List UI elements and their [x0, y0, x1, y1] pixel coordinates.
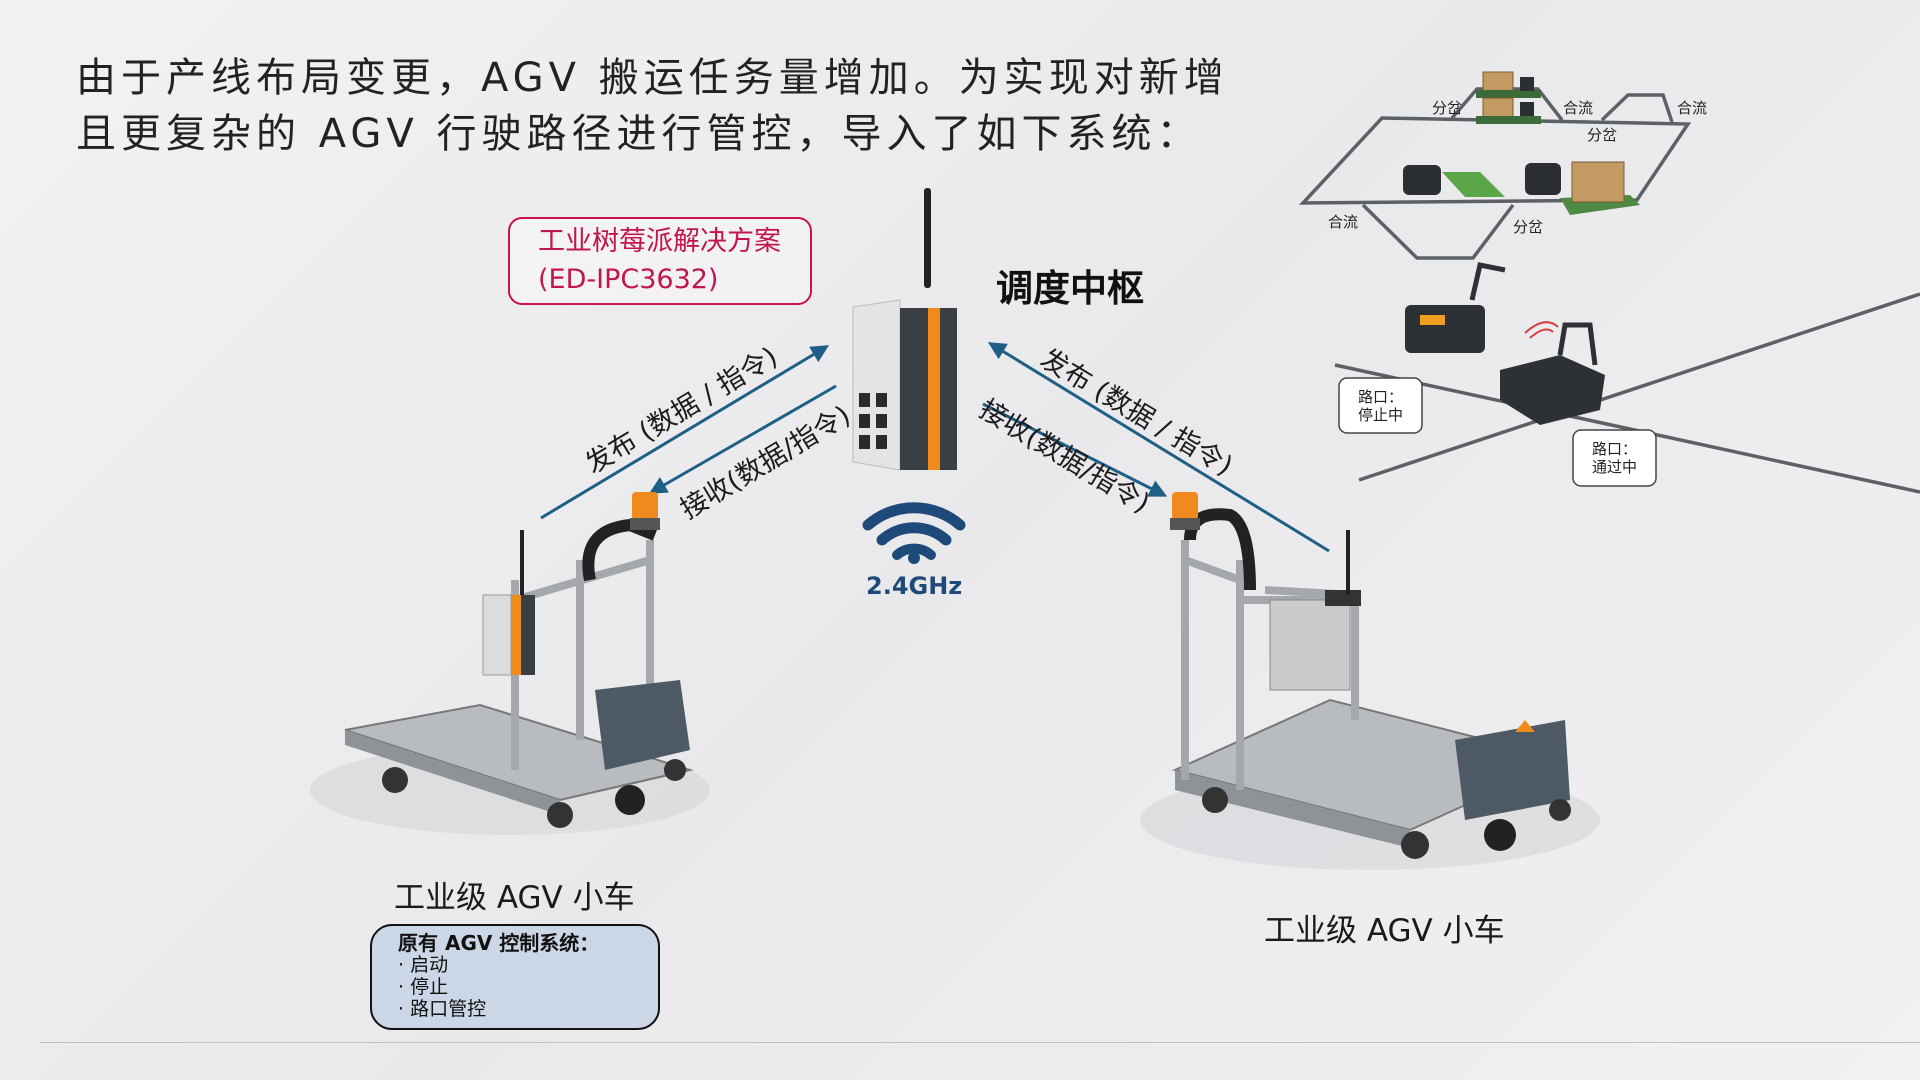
- tug-stopped: [1405, 262, 1506, 353]
- beacon-light: [632, 492, 658, 520]
- route-label-split-1: 分岔: [1432, 99, 1462, 117]
- stop-bubble: 路口： 停止中: [1338, 377, 1423, 434]
- title-line-1: 由于产线布局变更，AGV 搬运任务量增加。为实现对新增: [76, 55, 1229, 101]
- route-label-split-3: 分岔: [1513, 218, 1543, 236]
- tug-passing: [1500, 322, 1605, 425]
- pass-bubble-line-2: 通过中: [1592, 458, 1637, 476]
- arrow-right-receive: [982, 402, 1168, 497]
- pass-bubble: 路口： 通过中: [1572, 429, 1657, 487]
- legacy-item-intersection: · 路口管控: [398, 998, 487, 1020]
- solution-box: 工业树莓派解决方案 (ED-IPC3632): [508, 217, 812, 305]
- industrial-pc-device: [852, 188, 957, 471]
- stop-bubble-line-1: 路口：: [1358, 388, 1403, 406]
- page-title: 由于产线布局变更，AGV 搬运任务量增加。为实现对新增 且更复杂的 AGV 行驶…: [76, 50, 1229, 162]
- legacy-heading: 原有 AGV 控制系统：: [398, 931, 600, 955]
- cart-2: [1476, 97, 1541, 124]
- hub-label: 调度中枢: [996, 267, 1144, 310]
- legacy-item-start: · 启动: [398, 954, 449, 976]
- wifi-icon: [862, 502, 966, 564]
- route-label-split-2: 分岔: [1587, 126, 1617, 144]
- route-map-illustration: 分岔 合流 合流 分岔 合流 分岔 路口： 停止中 路口： 通过中: [1298, 71, 1920, 494]
- arrow-left-publish: [540, 345, 830, 520]
- cart-3: [1403, 165, 1505, 197]
- legacy-item-stop: · 停止: [398, 976, 449, 998]
- antenna: [924, 188, 931, 288]
- route-label-merge-1: 合流: [1563, 99, 1593, 117]
- arrow-left-receive: [648, 384, 837, 494]
- title-line-2: 且更复杂的 AGV 行驶路径进行管控，导入了如下系统：: [76, 111, 1202, 157]
- legacy-control-box: 原有 AGV 控制系统： · 启动 · 停止 · 路口管控: [370, 924, 660, 1030]
- solution-name: 工业树莓派解决方案: [538, 226, 781, 257]
- signal-icon: [1524, 321, 1559, 339]
- solution-model: (ED-IPC3632): [538, 264, 719, 295]
- beacon-light: [1172, 492, 1198, 520]
- arrow-right-publish: [987, 342, 1330, 553]
- pass-bubble-line-1: 路口：: [1592, 440, 1637, 458]
- cart-1: [1476, 71, 1541, 98]
- agv-right-illustration: [1140, 492, 1600, 870]
- agv-left-label: 工业级 AGV 小车: [394, 880, 635, 916]
- cart-4: [1525, 161, 1640, 215]
- divider: [40, 1042, 1920, 1043]
- stop-bubble-line-2: 停止中: [1358, 406, 1403, 424]
- agv-left-illustration: [310, 492, 710, 835]
- agv-right-label: 工业级 AGV 小车: [1264, 913, 1505, 949]
- frequency-label: 2.4GHz: [866, 572, 963, 600]
- route-label-merge-2: 合流: [1677, 99, 1707, 117]
- route-label-merge-3: 合流: [1328, 213, 1358, 231]
